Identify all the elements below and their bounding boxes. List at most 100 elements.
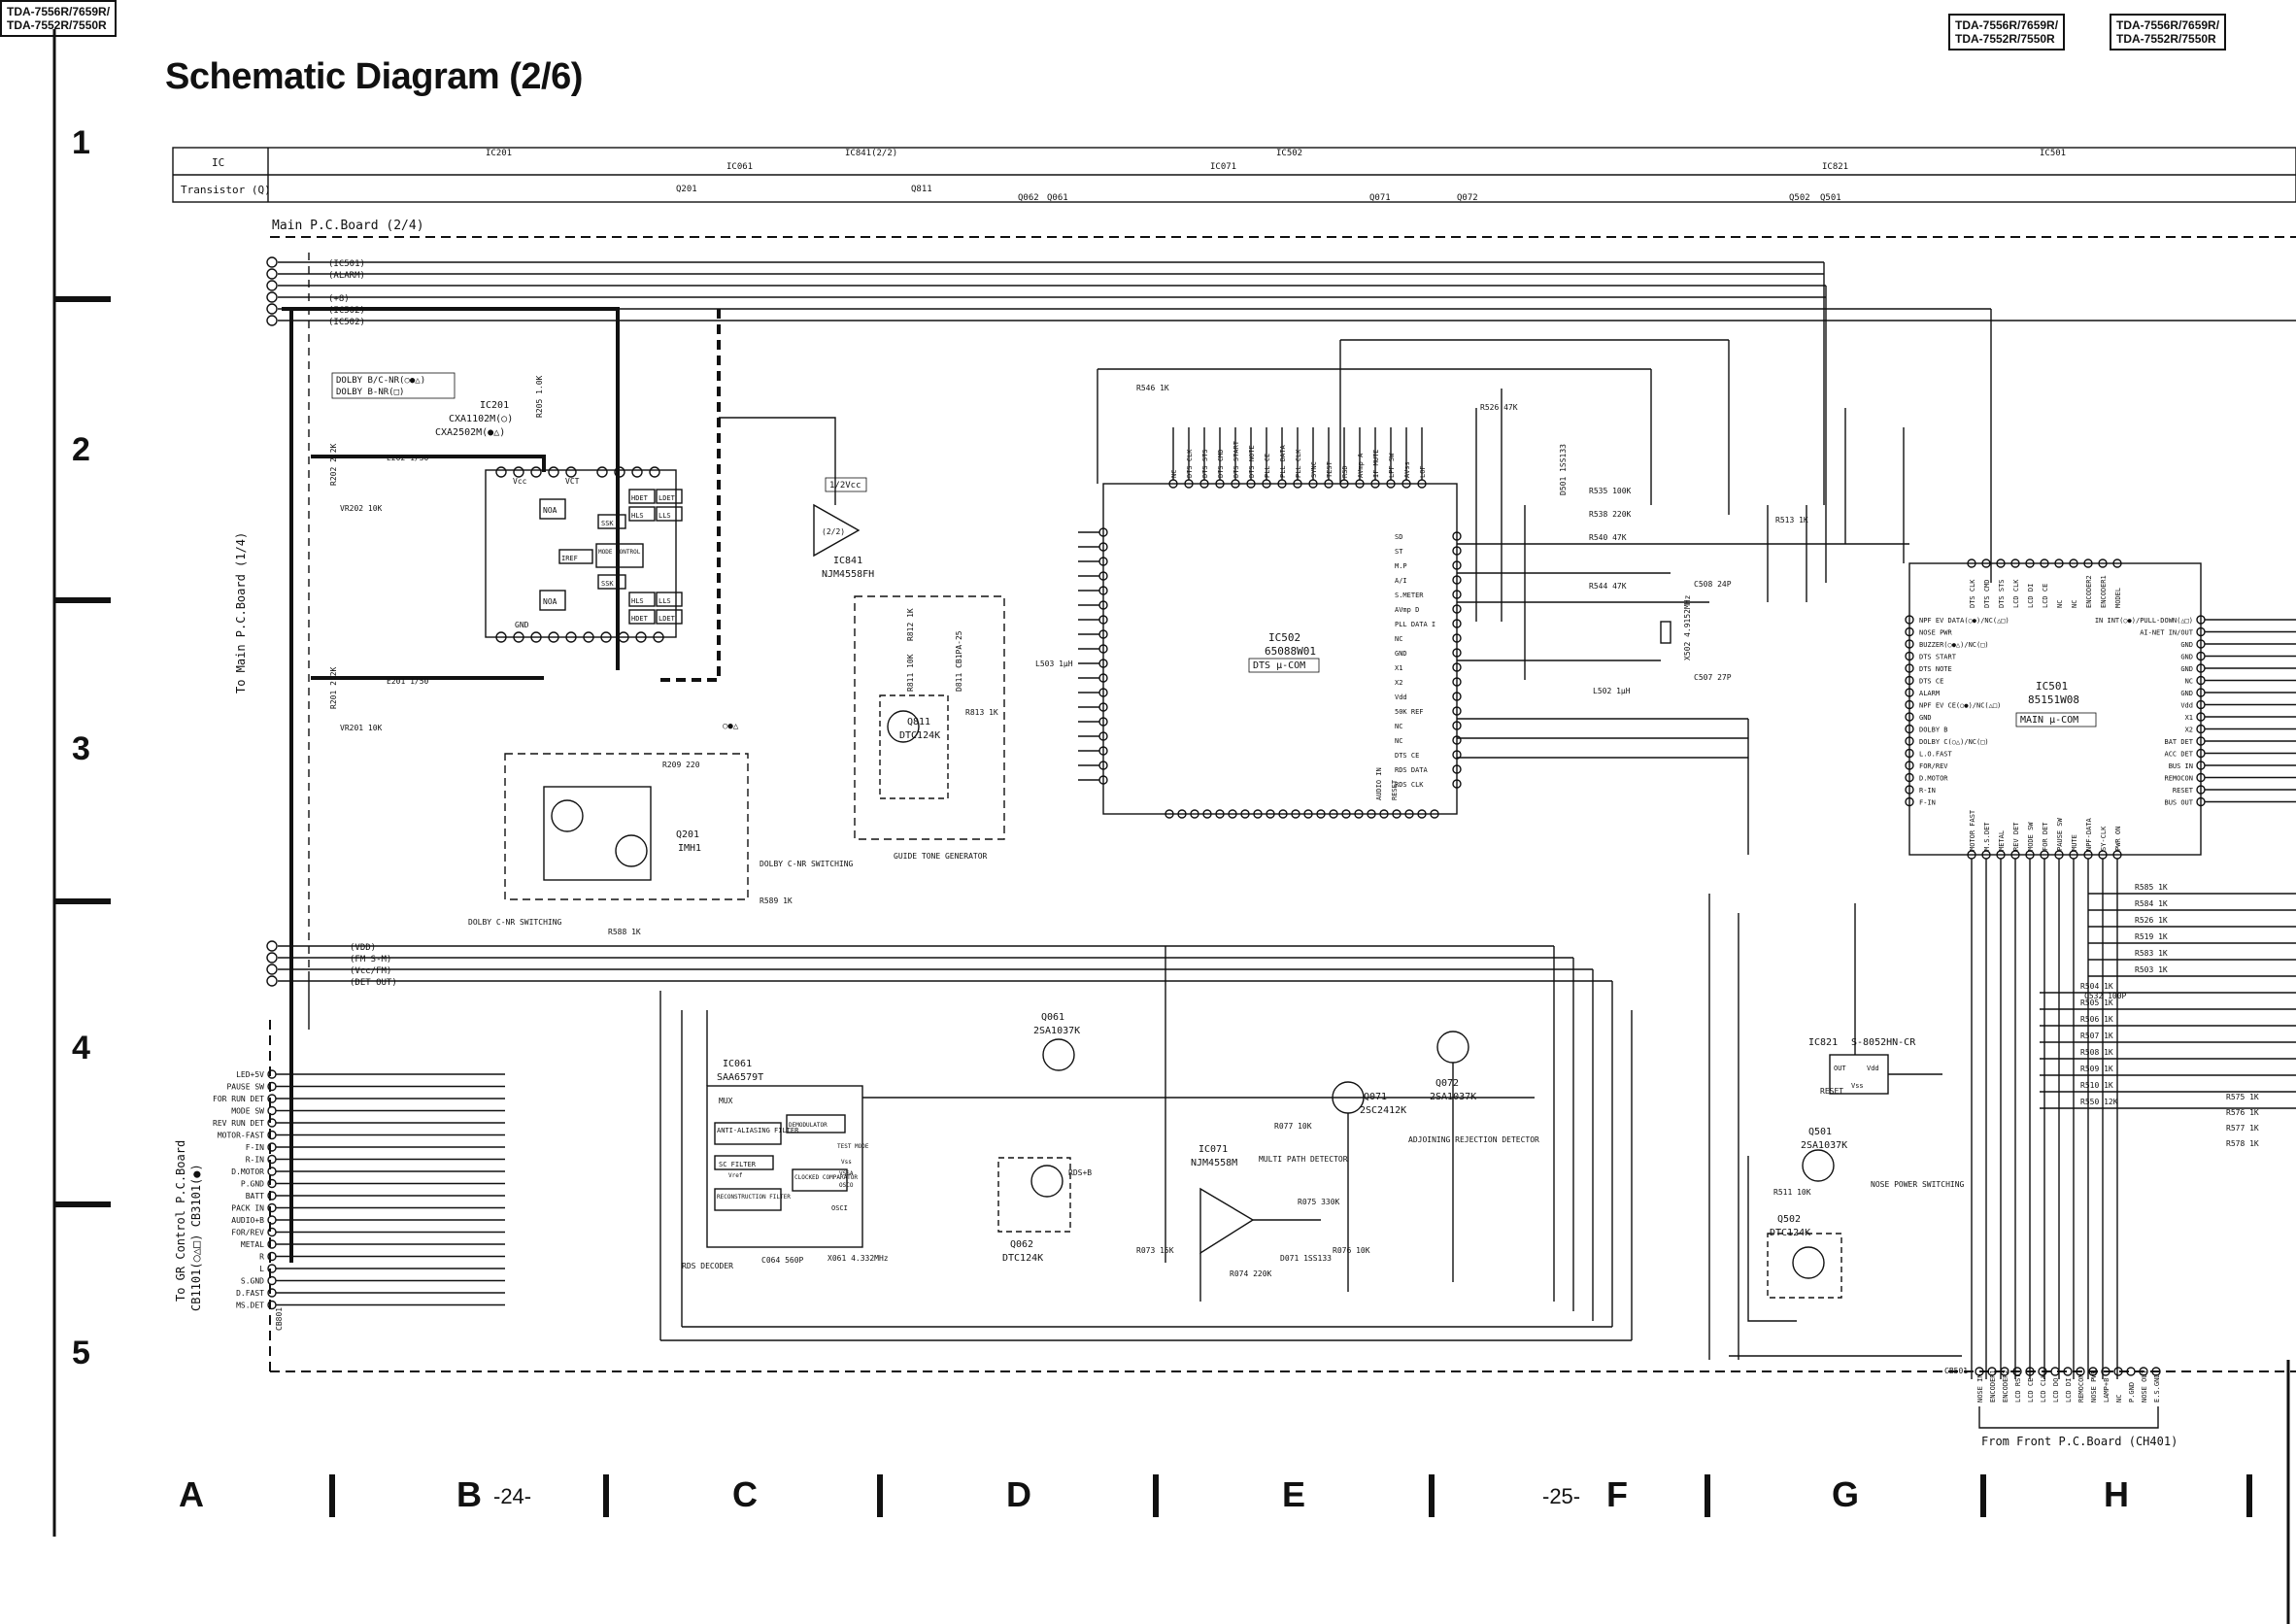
ic501-func: MAIN μ-COM [2020,715,2078,726]
ic061-body [706,1085,863,1248]
resistor-label: R550 12K [2080,1098,2118,1106]
ic501-pin-label: MODE SW [2027,822,2035,851]
ic502-pin-label: RDS DATA [1395,766,1429,774]
ic201-block: MODE CONTROL [598,549,641,556]
ic502-bottom-pin [1379,809,1389,819]
model-box-right-a: TDA-7556R/7659R/ TDA-7552R/7550R [1948,14,2066,51]
cb501-pin [2113,1367,2123,1376]
ic201-body [485,469,677,638]
gr-connector-label: D.MOTOR [231,1167,264,1176]
column-letter: C [732,1474,758,1514]
ic501-pin-label: DTS STS [1998,579,2006,608]
ic502-right-pin [1452,735,1462,745]
row-number: 5 [72,1335,90,1371]
column-letter: H [2104,1474,2129,1514]
gr-connector-label: R-IN [246,1156,264,1165]
ic501-pin-label: X1 [2185,714,2193,722]
adjoining-callout: ADJOINING REJECTION DETECTOR [1408,1135,1539,1144]
ic501-left-pin [1905,724,1914,734]
ic502-ic501-wires [1097,339,1909,855]
resistor-label: R583 1K [2135,949,2168,958]
model-line: TDA-7552R/7550R [7,18,107,32]
c532-label: C532 100P [2084,992,2127,1000]
ic501-left-pin [1905,688,1914,697]
r540-label: R540 47K [1589,533,1627,542]
ref-ic: IC061 [726,162,753,172]
ic502-pin-label: NC [1395,635,1402,643]
ic501-top-pin [1996,558,2006,568]
ic502-pin-label: 50K REF [1395,708,1424,716]
cb501-pin-label: LCD CLK [2040,1373,2047,1403]
cb501-pin-label: LCD RST [2014,1373,2022,1403]
gr-connector-label: MODE SW [231,1107,264,1116]
ic501-left-pin [1905,663,1914,673]
q072-ref: Q072 [1435,1078,1459,1089]
ic501-left-pin [1905,796,1914,807]
resistor-label: R578 1K [2226,1139,2259,1148]
ic502-bottom-pin [1316,809,1326,819]
cb501-pin-label: ENCODER2 [2002,1370,2009,1403]
column-letter: D [1006,1474,1031,1514]
ic502-right-pin [1452,706,1462,716]
x502-crystal [1660,621,1671,644]
ic502-right-pins-marks [1452,531,1462,789]
ic061-block: OSCO [839,1182,854,1189]
ic501-pin-label: L.O.FAST [1919,751,1953,759]
ic502-pin-label: AUDIO IN [1375,767,1383,800]
ic501-left-pin [1905,772,1914,783]
e202-label: E202 1/50 [387,454,429,462]
gr-connector-label: MOTOR-FAST [218,1132,264,1140]
gr-connector-label: S.GND [241,1277,264,1286]
r538-label: R538 220K [1589,510,1632,519]
resistor-label: R575 1K [2226,1093,2259,1101]
ic501-pin-label: BAT DET [2164,738,2193,746]
ic061-block: VSSA [839,1170,854,1177]
row-number: 2 [72,431,90,468]
bus-label: (IC501) [328,259,365,269]
ref-q: Q062 [1018,193,1039,203]
gr-connector-label: FOR/REV [231,1229,264,1237]
gr-connector-label: AUDIO+B [231,1216,264,1225]
q201-ref: Q201 [676,829,699,840]
q062-dashed-box [997,1157,1071,1233]
ic841-part: NJM4558FH [822,569,874,580]
ic502-pin-label: LOF [1419,465,1427,478]
q072-part: 2SA1037K [1430,1092,1476,1102]
ic201-part: CXA1102M(○) [449,414,513,424]
q061-part: 2SA1037K [1033,1026,1080,1036]
resistor-label: R577 1K [2226,1124,2259,1133]
q071-part: 2SC2412K [1360,1105,1406,1116]
ic502-bottom-pin [1367,809,1376,819]
ref-q: Q072 [1457,193,1478,203]
to-gr-board-label-2: CB1101(○△□) CB3101(●) [189,1164,203,1311]
ic502-right-pin [1452,662,1462,672]
lower-wires [659,894,1962,1360]
gr-connector-label: REV RUN DET [213,1119,264,1128]
resistor-label: R506 1K [2080,1015,2113,1024]
ic061-block: OSCI [831,1204,848,1212]
ic061-part: SAA6579T [717,1072,763,1083]
audio-path-thick [311,455,546,472]
ic501-top-pin [2098,558,2108,568]
r526-label: R526 47K [1480,403,1518,412]
ic502-pin-label: GND [1395,650,1407,658]
cb501-pin-label: LCD DI [2065,1378,2073,1403]
ic501-pin-label: F-IN [1919,799,1936,807]
ic502-pin-label: TEST [1326,460,1334,478]
c064-label: C064 560P [761,1256,804,1265]
cb801-label: CB801 [275,1307,284,1331]
gr-connector-pin [267,1227,277,1237]
q062-ref: Q062 [1010,1239,1033,1250]
ref-ic: IC501 [2040,149,2066,158]
ic061-block: ANTI-ALIASING FILTER [717,1127,799,1134]
ic501-left-pin [1905,675,1914,686]
cb501-pin-label: REMOCON [2077,1373,2085,1403]
ic502-bottom-pin [1354,809,1364,819]
q061-transistor [1042,1038,1075,1071]
ic502-right-pin [1452,604,1462,614]
ic502-pin-label: PLL CE [1264,454,1271,478]
cb501-pin [2151,1367,2161,1376]
row-number: 4 [72,1030,90,1066]
ic502-bottom-pin [1266,809,1275,819]
cb501-pin [2063,1367,2073,1376]
